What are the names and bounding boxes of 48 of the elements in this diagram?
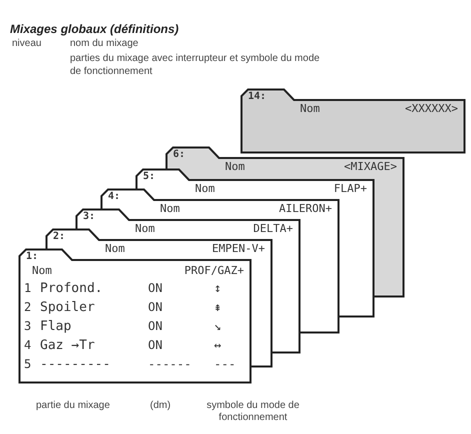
row-number: 3 <box>24 319 32 333</box>
mix-part: Flap <box>40 319 72 334</box>
row-number: 2 <box>24 300 32 314</box>
tab-number: 2: <box>53 231 66 242</box>
field-label: Nom <box>135 222 155 235</box>
switch-state: ------ <box>148 357 192 371</box>
row-number: 1 <box>24 281 32 295</box>
switch-state: ON <box>148 281 162 295</box>
tab-number: 3: <box>83 211 96 222</box>
field-label: Nom <box>32 264 52 277</box>
tab-number: 14: <box>248 91 266 102</box>
tab-number: 1: <box>26 251 38 262</box>
mode-symbol: ⇞ <box>214 300 222 314</box>
mixer-name: PROF/GAZ+ <box>184 264 244 277</box>
mixer-name: EMPEN-V+ <box>212 242 265 255</box>
level-label: niveau <box>12 38 42 49</box>
mode-symbol: --- <box>214 357 236 371</box>
mix-part: --------- <box>40 357 110 372</box>
mode-symbol: ↔ <box>214 338 222 352</box>
tab-number: 5: <box>143 171 156 182</box>
mix-part: Spoiler <box>40 300 95 315</box>
mixer-name: DELTA+ <box>253 222 293 235</box>
row-number: 4 <box>24 338 32 352</box>
mode-symbol: ↕ <box>214 281 222 295</box>
switch-state: ON <box>148 300 162 314</box>
annotation: parties du mixage avec interrupteur et symbole du mode de fonctionnement <box>70 52 321 78</box>
field-label: Nom <box>300 102 320 115</box>
field-label: Nom <box>195 182 215 195</box>
mode-symbol: ↘ <box>214 319 222 333</box>
switch-state: ON <box>148 319 162 333</box>
title: Mixages globaux (définitions) <box>10 22 179 36</box>
mix-part: Gaz →Tr <box>40 338 95 353</box>
mixer-name: FLAP+ <box>334 182 367 195</box>
field-label: Nom <box>160 202 180 215</box>
annotation: symbole du mode de fonctionnement <box>206 400 300 424</box>
annotation: nom du mixage <box>70 38 138 49</box>
field-label: Nom <box>225 160 245 173</box>
mixer-name: <MIXAGE> <box>344 160 397 173</box>
mixer-name: <XXXXXX> <box>405 102 458 115</box>
tab-number: 4: <box>108 191 120 202</box>
annotation: partie du mixage <box>36 400 110 411</box>
mixer-name: AILERON+ <box>279 202 332 215</box>
mix-part: Profond. <box>40 281 103 296</box>
field-label: Nom <box>105 242 125 255</box>
tab-number: 6: <box>173 149 186 160</box>
row-number: 5 <box>24 357 32 371</box>
annotation: (dm) <box>150 400 171 411</box>
switch-state: ON <box>148 338 162 352</box>
